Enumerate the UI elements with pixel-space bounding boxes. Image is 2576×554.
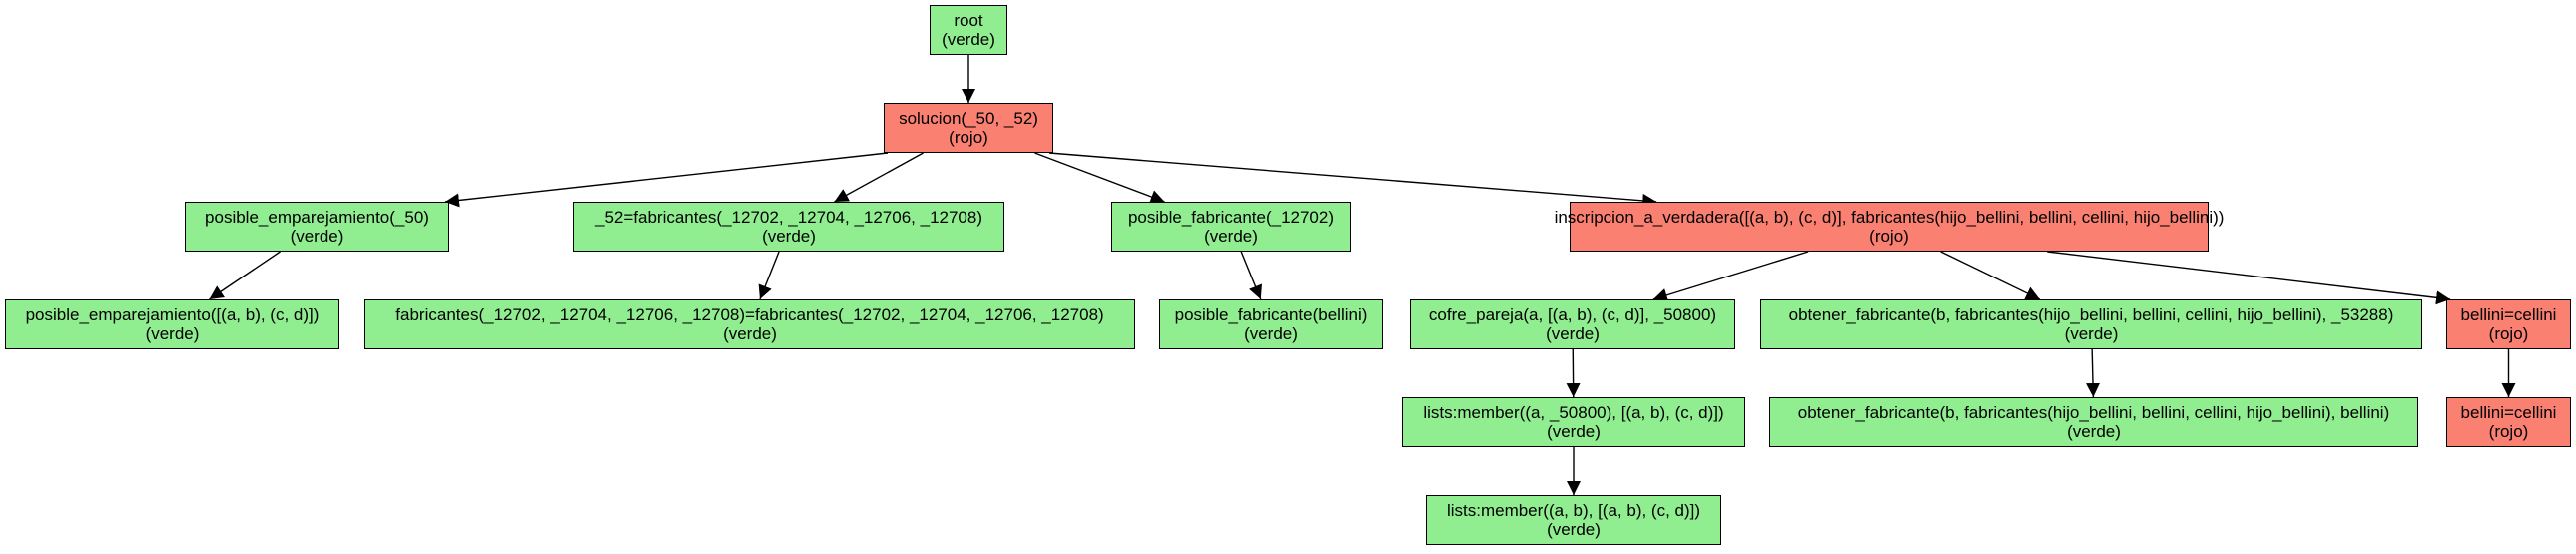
node-state-label: (rojo) xyxy=(2488,422,2529,441)
node-goal-label: bellini=cellini xyxy=(2460,305,2557,324)
node-goal-label: posible_fabricante(_12702) xyxy=(1127,208,1335,227)
node-state-label: (verde) xyxy=(1547,520,1601,539)
tree-node-posible-emp: posible_emparejamiento(_50)(verde) xyxy=(185,202,449,252)
tree-node-root: root(verde) xyxy=(930,5,1007,55)
edge-inscripcion-to-bellini1 xyxy=(2047,251,2451,305)
node-goal-label: root xyxy=(954,11,983,30)
node-state-label: (rojo) xyxy=(1869,227,1909,246)
edge-solucion-to-posible-emp xyxy=(444,152,889,208)
node-state-label: (rojo) xyxy=(949,128,988,147)
node-state-label: (verde) xyxy=(942,30,995,49)
node-state-label: (verde) xyxy=(2067,422,2121,441)
node-goal-label: fabricantes(_12702, _12704, _12706, _127… xyxy=(395,305,1104,324)
edge-posible-fab-to-posible-fab2 xyxy=(1240,251,1262,300)
node-state-label: (verde) xyxy=(1547,422,1601,441)
tree-node-obtener: obtener_fabricante(b, fabricantes(hijo_b… xyxy=(1760,299,2422,349)
tree-node-posible-emp2: posible_emparejamiento([(a, b), (c, d)])… xyxy=(5,299,339,349)
tree-node-fab-eq: fabricantes(_12702, _12704, _12706, _127… xyxy=(364,299,1135,349)
node-goal-label: bellini=cellini xyxy=(2460,403,2557,422)
tree-node-obtener2: obtener_fabricante(b, fabricantes(hijo_b… xyxy=(1769,397,2418,447)
node-state-label: (verde) xyxy=(1204,227,1258,246)
edge-solucion-to-posible-fab xyxy=(1034,152,1165,204)
node-goal-label: obtener_fabricante(b, fabricantes(hijo_b… xyxy=(1788,305,2394,324)
edge-solucion-to-inscripcion xyxy=(1048,152,1657,208)
node-goal-label: posible_fabricante(bellini) xyxy=(1174,305,1368,324)
node-goal-label: posible_emparejamiento(_50) xyxy=(205,208,429,227)
edge-solucion-to-eq52 xyxy=(834,152,924,203)
tree-node-eq52: _52=fabricantes(_12702, _12704, _12706, … xyxy=(573,202,1004,252)
edge-posible-emp-to-posible-emp2 xyxy=(209,251,281,300)
node-state-label: (verde) xyxy=(1244,324,1298,343)
tree-node-solucion: solucion(_50, _52)(rojo) xyxy=(884,103,1053,153)
node-goal-label: lists:member((a, b), [(a, b), (c, d)]) xyxy=(1446,501,1701,520)
tree-node-bellini1: bellini=cellini(rojo) xyxy=(2446,299,2571,349)
node-state-label: (verde) xyxy=(2064,324,2119,343)
node-goal-label: obtener_fabricante(b, fabricantes(hijo_b… xyxy=(1797,403,2390,422)
tree-node-posible-fab: posible_fabricante(_12702)(verde) xyxy=(1111,202,1351,252)
node-goal-label: cofre_pareja(a, [(a, b), (c, d)], _50800… xyxy=(1428,305,1717,324)
node-state-label: (verde) xyxy=(723,324,777,343)
tree-node-member1: lists:member((a, _50800), [(a, b), (c, d… xyxy=(1402,397,1745,447)
node-goal-label: posible_emparejamiento([(a, b), (c, d)]) xyxy=(25,305,320,324)
edge-eq52-to-fab-eq xyxy=(758,251,780,300)
edge-inscripcion-to-obtener xyxy=(1940,251,2041,300)
node-goal-label: solucion(_50, _52) xyxy=(899,109,1038,128)
node-goal-label: _52=fabricantes(_12702, _12704, _12706, … xyxy=(594,208,983,227)
node-state-label: (rojo) xyxy=(2488,324,2529,343)
tree-node-cofre: cofre_pareja(a, [(a, b), (c, d)], _50800… xyxy=(1410,299,1735,349)
node-goal-label: inscripcion_a_verdadera([(a, b), (c, d)]… xyxy=(1554,208,2225,227)
node-state-label: (verde) xyxy=(762,227,816,246)
node-state-label: (verde) xyxy=(290,227,344,246)
edge-obtener-to-obtener2 xyxy=(2086,348,2101,398)
tree-node-posible-fab2: posible_fabricante(bellini)(verde) xyxy=(1159,299,1383,349)
tree-node-member2: lists:member((a, b), [(a, b), (c, d)])(v… xyxy=(1426,495,1721,545)
tree-node-inscripcion: inscripcion_a_verdadera([(a, b), (c, d)]… xyxy=(1555,202,2224,252)
node-state-label: (verde) xyxy=(145,324,200,343)
tree-node-bellini2: bellini=cellini(rojo) xyxy=(2446,397,2571,447)
node-goal-label: lists:member((a, _50800), [(a, b), (c, d… xyxy=(1423,403,1724,422)
edge-inscripcion-to-cofre xyxy=(1652,251,1809,302)
node-state-label: (verde) xyxy=(1546,324,1600,343)
